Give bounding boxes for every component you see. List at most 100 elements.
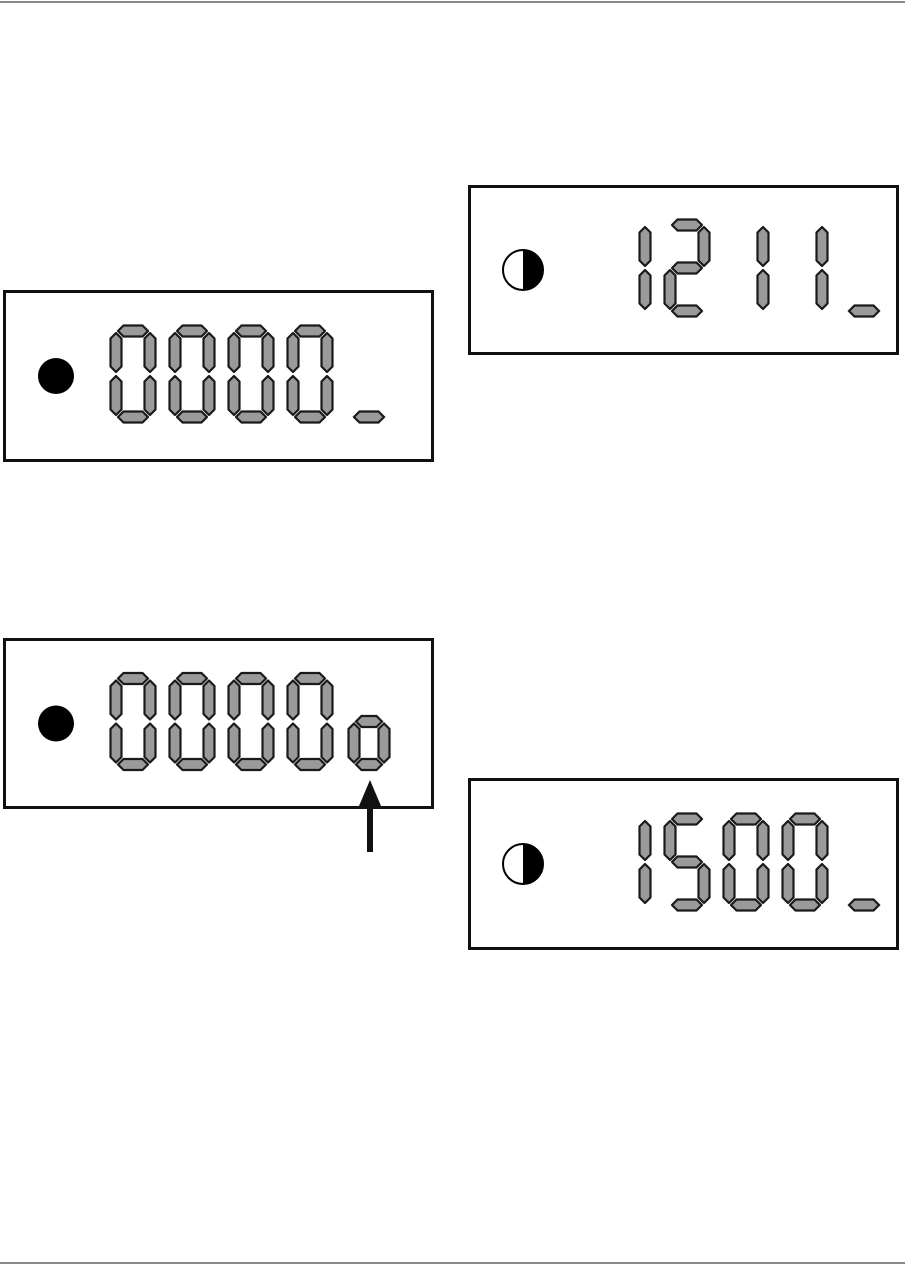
half-indicator-icon [503, 250, 543, 290]
lcd-segment-c [758, 864, 769, 903]
lcd-segment-f [229, 681, 240, 720]
lcd-segment-a [118, 673, 148, 684]
half-indicator-icon [503, 844, 543, 884]
lcd-segment-b [263, 333, 274, 372]
underscore-indicator [849, 306, 879, 317]
lcd-segment-b [699, 227, 710, 266]
lcd-segment-d [177, 759, 207, 770]
lcd-segment-d [236, 759, 266, 770]
lcd-digit [665, 220, 710, 317]
lcd-segment-e [111, 376, 122, 415]
lcd-segment-d [295, 759, 325, 770]
lcd-segment-a [177, 673, 207, 684]
lcd-segment-c [204, 376, 215, 415]
underscore-indicator [849, 900, 879, 911]
lcd-segment-c [145, 376, 156, 415]
top-rule [0, 1, 905, 3]
lcd-digit [817, 227, 828, 309]
lcd-segment-b [263, 681, 274, 720]
lcd-digit [288, 326, 333, 423]
lcd-segment-d [118, 759, 148, 770]
lcd-segment-e [229, 376, 240, 415]
lcd-segment-f [288, 333, 299, 372]
lcd-segment-f [111, 681, 122, 720]
lcd-segment-c [263, 376, 274, 415]
lcd-digit [170, 326, 215, 423]
lcd-segment-b [817, 821, 828, 860]
lcd-segment-c [322, 724, 333, 763]
lcd-segment-a [118, 326, 148, 337]
lcd-segment-d [731, 900, 761, 911]
lcd-segment-f [665, 821, 676, 860]
lcd-segment-a [672, 814, 702, 825]
lcd-digit [111, 326, 156, 423]
lcd-digit [229, 673, 274, 770]
lcd-panel-d [468, 778, 899, 950]
lcd-segment-b [640, 821, 651, 860]
lcd-segment-f [111, 333, 122, 372]
lcd-segment-e [665, 270, 676, 309]
lcd-segment-b [322, 681, 333, 720]
lcd-digit [724, 814, 769, 911]
lcd-segment-d [177, 412, 207, 423]
lcd-segment-c [145, 724, 156, 763]
bottom-rule [0, 1262, 905, 1264]
up-arrow-icon [355, 778, 385, 853]
lcd-segment-c [263, 724, 274, 763]
lcd-segment-a [672, 220, 702, 231]
lcd-digit [111, 673, 156, 770]
small-o-indicator [349, 716, 390, 770]
lcd-segment-e [288, 376, 299, 415]
lcd-segment-g [672, 263, 702, 274]
lcd-segment-b [204, 333, 215, 372]
lcd-segment-e [170, 724, 181, 763]
lcd-segment-c [758, 270, 769, 309]
lcd-segment-e [288, 724, 299, 763]
lcd-segment-d [236, 412, 266, 423]
lcd-segment-a [295, 326, 325, 337]
lcd-digit [758, 227, 769, 309]
lcd-segment-b [204, 681, 215, 720]
lcd-segment-f [229, 333, 240, 372]
lcd-segment-c [640, 864, 651, 903]
lcd-segment-a [177, 326, 207, 337]
lcd-segment-c [817, 864, 828, 903]
lcd-segment-e [170, 376, 181, 415]
lcd-segment-d [295, 412, 325, 423]
lcd-segment-e [111, 724, 122, 763]
lcd-segment-d [790, 900, 820, 911]
lcd-segment-c [204, 724, 215, 763]
lcd-segment-c [322, 376, 333, 415]
lcd-segment-b [758, 821, 769, 860]
lcd-digit [783, 814, 828, 911]
lcd-segment-g [672, 857, 702, 868]
lcd-segment-e [724, 864, 735, 903]
lcd-segment-a [236, 326, 266, 337]
lcd-digit [640, 821, 651, 903]
full-indicator-icon [38, 358, 74, 394]
lcd-segment-f [288, 681, 299, 720]
lcd-segment-a [295, 673, 325, 684]
lcd-segment-f [783, 821, 794, 860]
lcd-segment-b [145, 681, 156, 720]
lcd-digit [288, 673, 333, 770]
lcd-segment-e [783, 864, 794, 903]
lcd-segment-f [170, 333, 181, 372]
full-indicator-icon [38, 706, 74, 742]
underscore-indicator [354, 412, 384, 423]
lcd-panel-a [3, 290, 434, 462]
lcd-segment-d [672, 900, 702, 911]
lcd-segment-b [322, 333, 333, 372]
lcd-segment-d [118, 412, 148, 423]
lcd-segment-c [699, 864, 710, 903]
lcd-segment-a [731, 814, 761, 825]
lcd-panel-b [468, 185, 899, 355]
lcd-segment-b [145, 333, 156, 372]
lcd-digit [170, 673, 215, 770]
lcd-segment-b [817, 227, 828, 266]
lcd-segment-c [640, 270, 651, 309]
lcd-segment-a [790, 814, 820, 825]
lcd-segment-e [229, 724, 240, 763]
lcd-segment-f [724, 821, 735, 860]
lcd-segment-c [817, 270, 828, 309]
